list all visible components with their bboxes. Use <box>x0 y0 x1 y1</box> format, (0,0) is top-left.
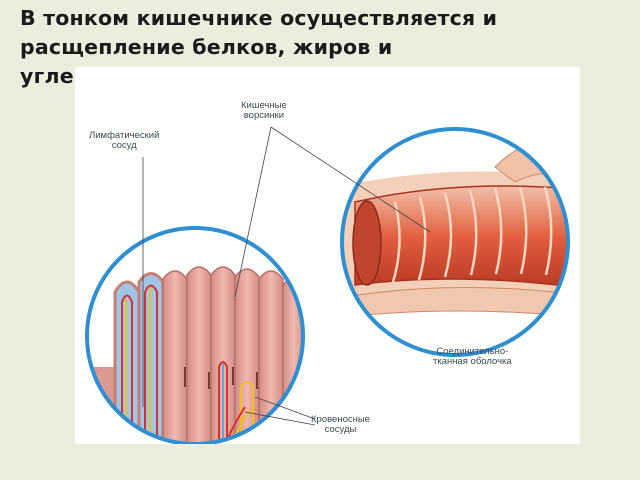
villus-4 <box>234 268 260 444</box>
villus-closeup-section <box>340 127 570 357</box>
tube-cut-end <box>352 200 382 286</box>
villus-3 <box>210 266 236 444</box>
muscle-fibres <box>391 186 553 283</box>
closeup-circle-outline <box>340 127 570 357</box>
bottom-layer <box>344 287 568 318</box>
villi-circle-outline <box>85 226 305 444</box>
villus-cut-2 <box>137 272 165 444</box>
villi-section <box>85 226 305 444</box>
title-line-2: расщепление белков, жиров и <box>20 35 393 59</box>
villus-1 <box>162 270 188 444</box>
leader-blood-2 <box>244 411 316 426</box>
label-villi: Кишечные ворсинки <box>241 100 287 121</box>
title-line-1: В тонком кишечнике осуществляется и <box>20 6 498 30</box>
slide-title: В тонком кишечнике осуществляется и расщ… <box>20 4 620 91</box>
leader-villi-right <box>270 126 431 233</box>
intestine-figure: Кишечные ворсинки Лимфатический сосуд Со… <box>75 67 580 444</box>
label-blood-vessels: Кровеносные сосуды <box>311 414 370 435</box>
muscle-tube <box>354 185 568 288</box>
leader-villi-left <box>234 126 272 298</box>
leader-lines <box>142 126 431 426</box>
leader-blood-1 <box>254 396 316 420</box>
villus-2 <box>186 266 212 444</box>
label-connective-sheath: Соединительно- тканная оболочка <box>433 346 512 367</box>
label-lymph-vessel: Лимфатический сосуд <box>89 130 160 151</box>
villus-5 <box>258 270 284 444</box>
title-line-3: угле <box>20 64 74 88</box>
intestine-illustration <box>85 126 570 444</box>
